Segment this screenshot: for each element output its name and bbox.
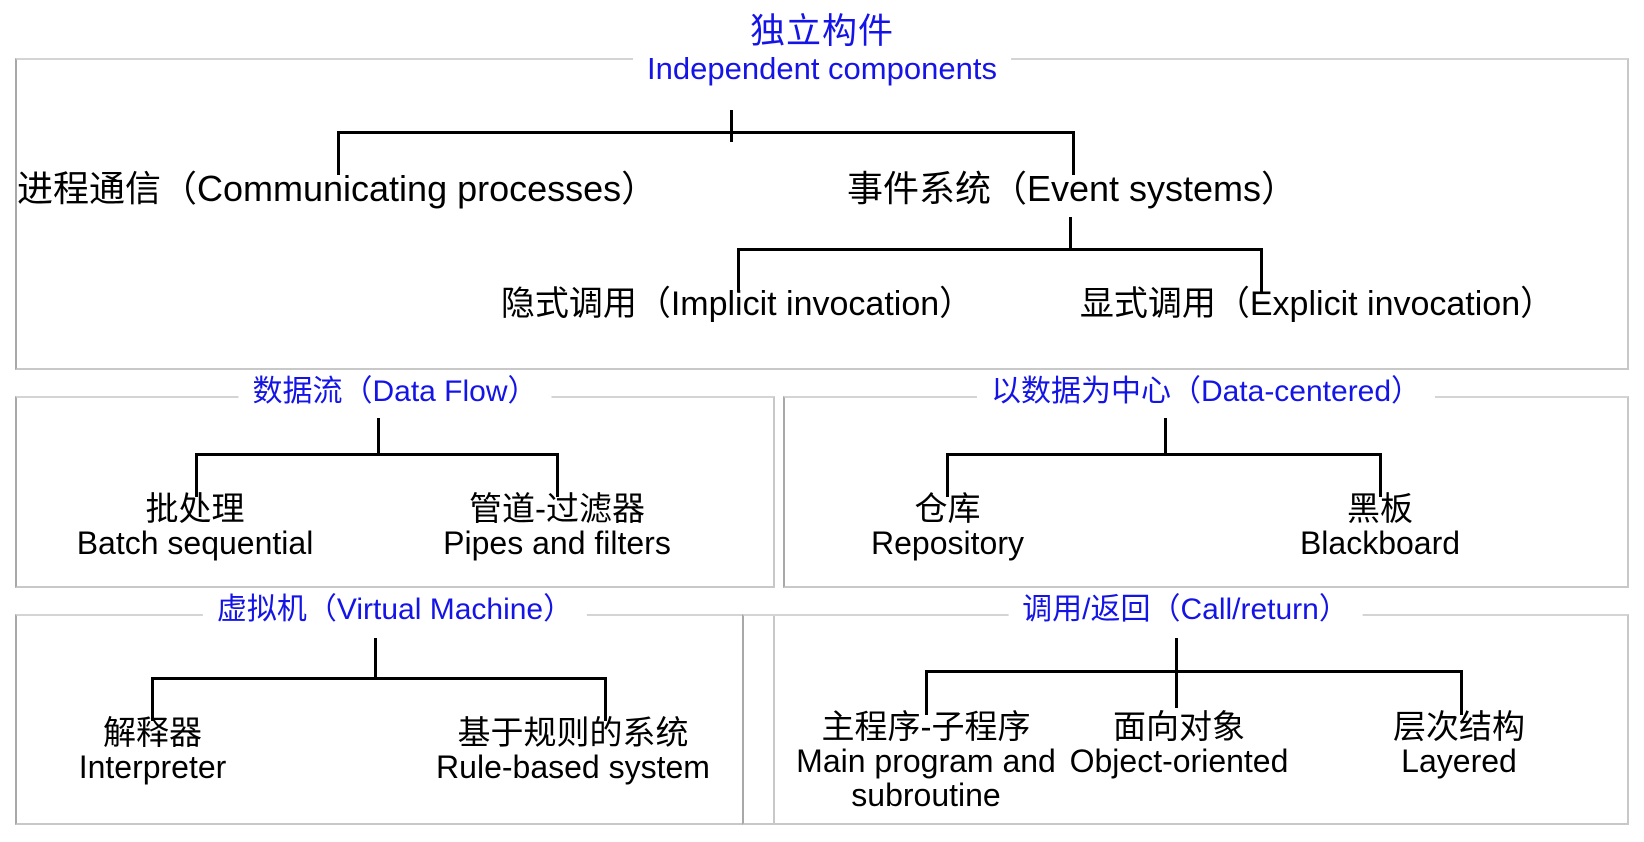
- connector-event-bar: [737, 248, 1263, 251]
- legend-title-cn: 调用/返回（Call/return）: [1022, 593, 1349, 626]
- connector-datacentered-bar: [946, 453, 1382, 456]
- connector-datacentered-stem: [1164, 418, 1167, 456]
- connector-callreturn-leg-left: [925, 670, 928, 715]
- connector-event-stem: [1069, 217, 1072, 248]
- node-label-en: Layered: [1401, 742, 1517, 779]
- node-label: 显式调用（Explicit invocation）: [1079, 285, 1555, 323]
- connector-dataflow-bar: [195, 453, 559, 456]
- node-label-en: Blackboard: [1299, 524, 1461, 561]
- connector-vm-leg-left: [151, 677, 154, 721]
- node-label-cn: 主程序-子程序: [821, 708, 1031, 745]
- group-virtual-machine: 虚拟机（Virtual Machine） 解释器 Interpreter 基于规…: [15, 594, 775, 825]
- connector-callreturn-leg-right: [1460, 670, 1463, 715]
- node-label: 事件系统（Event systems）: [846, 168, 1298, 209]
- group-legend-data-flow: 数据流（Data Flow）: [238, 375, 552, 408]
- node-label-en: Rule-based system: [436, 748, 710, 785]
- group-data-centered: 以数据为中心（Data-centered） 仓库 Repository 黑板 B…: [783, 376, 1629, 588]
- connector-vm-leg-right: [604, 677, 607, 721]
- connector-root-stem: [730, 110, 733, 142]
- group-data-flow: 数据流（Data Flow） 批处理 Batch sequential 管道-过…: [15, 376, 775, 588]
- group-call-return: 调用/返回（Call/return） 主程序-子程序 Main program …: [742, 594, 1629, 825]
- group-legend-independent-components: 独立构件 Independent components: [633, 12, 1011, 86]
- legend-title-cn: 虚拟机（Virtual Machine）: [216, 593, 574, 626]
- node-label-cn: 基于规则的系统: [457, 714, 689, 751]
- connector-vm-stem: [374, 638, 377, 680]
- node-label-cn: 仓库: [914, 490, 981, 527]
- connector-callreturn-bar: [925, 670, 1462, 673]
- group-legend-virtual-machine: 虚拟机（Virtual Machine）: [202, 593, 588, 626]
- connector-callreturn-stem: [1175, 638, 1178, 708]
- node-label-en: Batch sequential: [76, 524, 314, 561]
- node-main-program-and-subroutine: 主程序-子程序 Main program and subroutine: [766, 708, 1086, 813]
- connector-datacentered-leg-right: [1379, 453, 1382, 497]
- node-label-cn: 层次结构: [1393, 708, 1525, 745]
- connector-dataflow-leg-left: [195, 453, 198, 497]
- node-explicit-invocation: 显式调用（Explicit invocation）: [1017, 286, 1617, 322]
- node-label: 隐式调用（Implicit invocation）: [500, 285, 974, 323]
- group-legend-call-return: 调用/返回（Call/return）: [1008, 594, 1363, 626]
- node-event-systems: 事件系统（Event systems）: [787, 168, 1357, 209]
- legend-title-cn: 以数据为中心（Data-centered）: [990, 375, 1422, 408]
- connector-dataflow-leg-right: [556, 453, 559, 497]
- node-label-cn: 管道-过滤器: [469, 490, 645, 527]
- group-legend-data-centered: 以数据为中心（Data-centered）: [976, 375, 1436, 408]
- connector-event-leg-right: [1260, 248, 1263, 292]
- node-pipes-and-filters: 管道-过滤器 Pipes and filters: [412, 490, 702, 561]
- node-implicit-invocation: 隐式调用（Implicit invocation）: [477, 286, 997, 322]
- node-label-cn: 黑板: [1347, 490, 1413, 527]
- group-independent-components: 独立构件 Independent components 进程通信（Communi…: [15, 13, 1629, 370]
- node-layered: 层次结构 Layered: [1344, 708, 1574, 779]
- node-label-cn: 解释器: [103, 714, 202, 751]
- connector-root-leg-left: [337, 131, 340, 175]
- node-rule-based-system: 基于规则的系统 Rule-based system: [413, 714, 733, 785]
- node-batch-sequential: 批处理 Batch sequential: [55, 490, 335, 561]
- node-label-cn: 面向对象: [1113, 708, 1245, 745]
- node-blackboard: 黑板 Blackboard: [1255, 490, 1505, 561]
- node-label-cn: 批处理: [145, 490, 245, 527]
- connector-event-leg-left: [737, 248, 740, 292]
- connector-root-bar: [337, 131, 1075, 134]
- node-communicating-processes: 进程通信（Communicating processes）: [17, 168, 658, 209]
- node-label-en: Interpreter: [78, 748, 227, 785]
- node-label-en: Repository: [871, 524, 1024, 561]
- legend-title-cn: 独立构件: [749, 12, 895, 51]
- node-label-en: Object-oriented: [1069, 742, 1289, 779]
- connector-dataflow-stem: [377, 418, 380, 456]
- connector-root-leg-right: [1072, 131, 1075, 175]
- node-object-oriented: 面向对象 Object-oriented: [1049, 708, 1309, 779]
- node-repository: 仓库 Repository: [825, 490, 1070, 561]
- node-interpreter: 解释器 Interpreter: [35, 714, 270, 785]
- connector-datacentered-leg-left: [946, 453, 949, 497]
- legend-title-cn: 数据流（Data Flow）: [252, 375, 538, 408]
- connector-vm-bar: [151, 677, 607, 680]
- node-label: 进程通信（Communicating processes）: [17, 168, 658, 209]
- legend-title-en: Independent components: [647, 50, 997, 86]
- node-label-en: Main program and subroutine: [796, 742, 1056, 813]
- node-label-en: Pipes and filters: [443, 524, 671, 561]
